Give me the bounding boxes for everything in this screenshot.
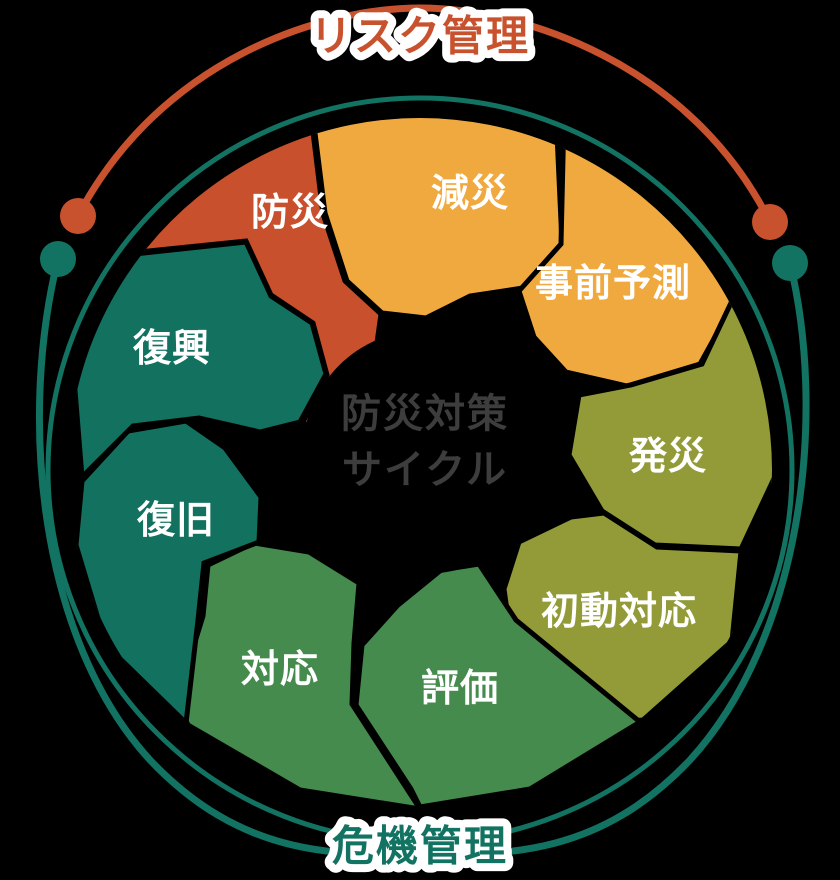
segment-label-taio: 対応 [241, 647, 319, 691]
crisis-management-arc-dot-left [40, 241, 76, 277]
segment-fukkyu[interactable] [73, 418, 264, 729]
risk-management-arc [74, 4, 774, 226]
segment-label-hyoka: 評価 [421, 666, 499, 710]
segment-label-hassai: 発災 [629, 434, 707, 478]
center-title-line1: 防災対策 [341, 391, 509, 437]
segment-hyoka[interactable] [353, 561, 645, 810]
crisis-management-arc-group [35, 241, 810, 859]
risk-management-arc-group [60, 4, 788, 240]
crisis-management-arc-dot-right [772, 245, 808, 281]
segment-label-shodo-taio: 初動対応 [541, 589, 697, 633]
segment-label-jizen-yosoku: 事前予測 [535, 261, 691, 305]
segment-label-fukkyu: 復旧 [136, 498, 215, 542]
crisis-management-arc [35, 255, 810, 859]
center-label-group: 防災対策 サイクル [341, 391, 509, 493]
risk-management-arc-dot-right [752, 204, 788, 240]
outer-ring-circle [45, 95, 795, 845]
center-hub [303, 330, 547, 574]
center-title-line2: サイクル [342, 447, 508, 493]
risk-management-arc-dot-left [60, 198, 96, 234]
segment-group [71, 118, 772, 813]
caption-crisis-management: 危機管理 [332, 822, 508, 871]
segment-label-gensai: 減災 [431, 171, 509, 215]
segment-label-fukko: 復興 [132, 326, 211, 370]
segment-label-bosai: 防災 [251, 190, 329, 234]
segment-label-group: 減災 事前予測 発災 初動対応 評価 対応 復旧 復興 防災 [132, 171, 707, 710]
caption-risk-management: リスク管理 [310, 12, 530, 61]
